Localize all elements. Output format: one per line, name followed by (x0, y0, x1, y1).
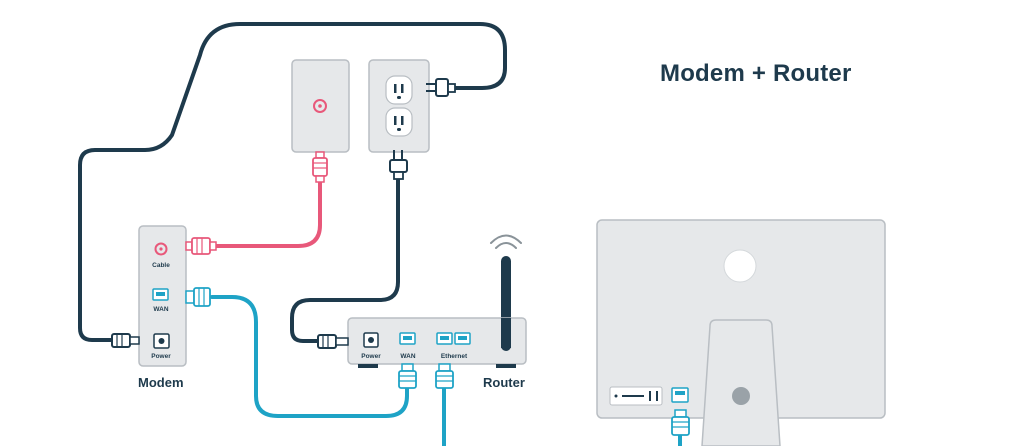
power-outlet (368, 59, 430, 153)
modem-device: Cable WAN Power (138, 225, 187, 367)
modem-wan-port-label: WAN (153, 306, 168, 313)
modem-power-cable (78, 22, 507, 342)
router-wan-ethernet-connector (398, 363, 417, 389)
modem-power-connector (111, 333, 140, 348)
coax-wall-connector (312, 151, 328, 183)
router-lan-ethernet-connector (435, 363, 454, 389)
modem-cable-port-icon (154, 242, 168, 256)
router-ethernet-port-label: Ethernet (441, 353, 468, 360)
coax-jack-icon (313, 99, 327, 113)
diagram-title: Modem + Router (660, 60, 852, 87)
monitor-mount-circle (723, 249, 757, 283)
modem-to-router-ethernet-cable (210, 295, 409, 418)
router-power-cable (290, 176, 400, 343)
router-device: Power WAN Ethernet (347, 234, 527, 368)
wall-coax-plate (291, 59, 350, 153)
coax-cable (213, 180, 322, 248)
router-power-connector (317, 334, 349, 349)
modem-cable-port-label: Cable (152, 262, 170, 269)
modem-power-port-label: Power (151, 353, 171, 360)
router-power-plug (389, 150, 408, 180)
wifi-icon (490, 234, 522, 249)
monitor-stand (701, 319, 781, 446)
router-wan-port-label: WAN (400, 353, 415, 360)
modem-label: Modem (138, 375, 184, 390)
modem-ethernet-connector (185, 287, 211, 307)
modem-power-plug (426, 78, 456, 97)
router-power-port-label: Power (361, 353, 381, 360)
modem-coax-connector (185, 237, 217, 255)
computer-monitor (596, 219, 886, 446)
router-label: Router (483, 375, 525, 390)
